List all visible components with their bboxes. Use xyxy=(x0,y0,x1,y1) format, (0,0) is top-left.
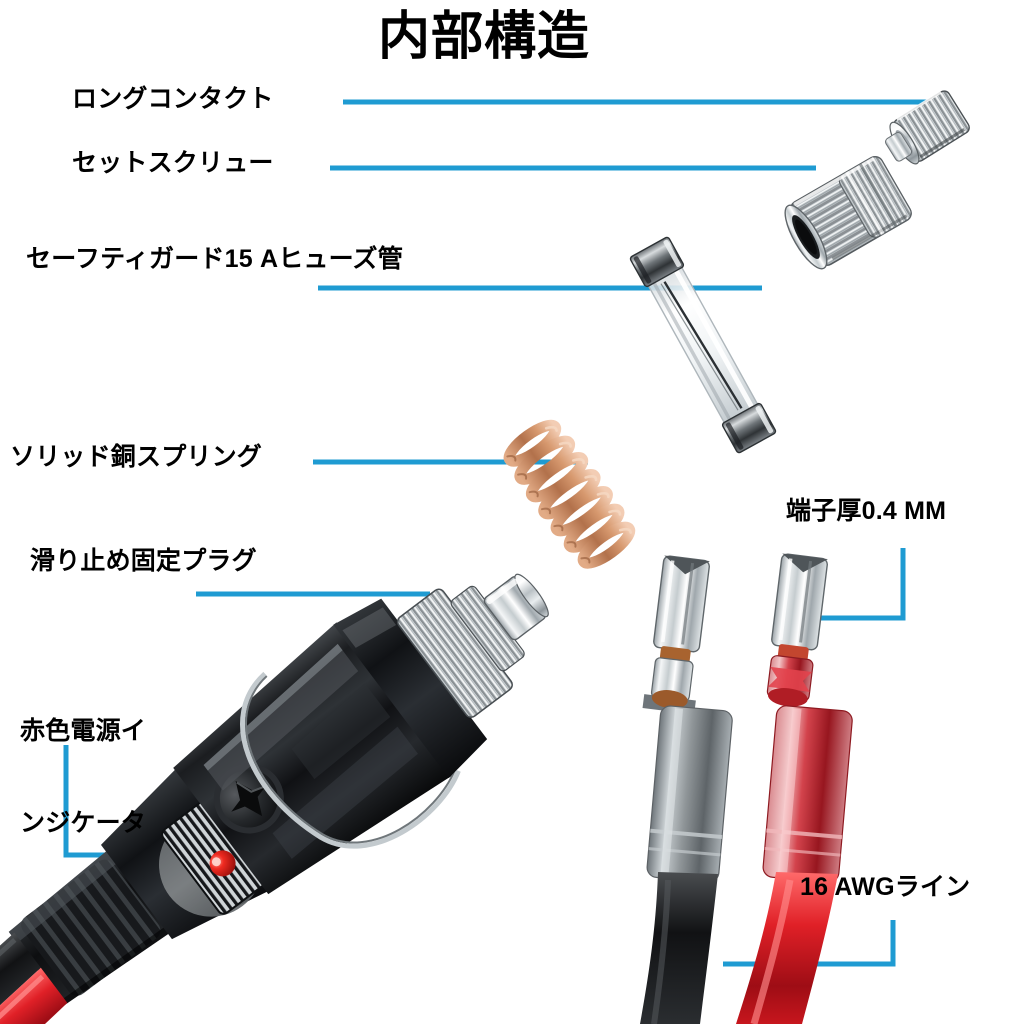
part-plug-assembly xyxy=(0,573,549,1024)
label-long-contact: ロングコンタクト xyxy=(72,85,274,113)
label-led-indicator: 赤色電源イ ンジケータ xyxy=(20,655,146,899)
page-title: 内部構造 xyxy=(378,8,591,66)
plug-metal-tip xyxy=(396,573,549,718)
label-safety-fuse: セーフティガード15 Aヒューズ管 xyxy=(26,245,403,273)
wire-black-highlight xyxy=(651,879,671,1024)
part-copper-spring xyxy=(503,419,636,569)
part-terminal-black xyxy=(642,555,710,715)
part-sleeve-black xyxy=(646,705,733,883)
label-grip-plug: 滑り止め固定プラグ xyxy=(30,547,257,575)
part-long-contact xyxy=(885,90,970,165)
leader-line-terminal-thickness xyxy=(813,548,906,621)
part-terminal-red xyxy=(766,553,828,707)
label-awg-line: 16 AWGライン xyxy=(800,873,971,901)
led-indicator xyxy=(209,850,236,877)
plug-retainer-clip xyxy=(240,671,461,849)
plug-output-cable xyxy=(0,932,68,1024)
part-sleeve-red xyxy=(762,705,853,883)
wire-red-highlight xyxy=(750,879,794,1024)
label-set-screw: セットスクリュー xyxy=(72,149,274,177)
wire-black xyxy=(640,872,718,1024)
label-led-indicator-line2: ンジケータ xyxy=(20,808,147,837)
label-led-indicator-line1: 赤色電源イ xyxy=(20,717,147,745)
plug-collar xyxy=(333,598,488,779)
part-glass-fuse xyxy=(629,236,777,454)
label-terminal-thickness: 端子厚0.4 MM xyxy=(786,497,947,525)
label-copper-spring: ソリッド銅スプリング xyxy=(10,443,263,471)
plug-retainer-clip-shadow xyxy=(245,675,456,844)
part-set-screw xyxy=(784,156,912,270)
